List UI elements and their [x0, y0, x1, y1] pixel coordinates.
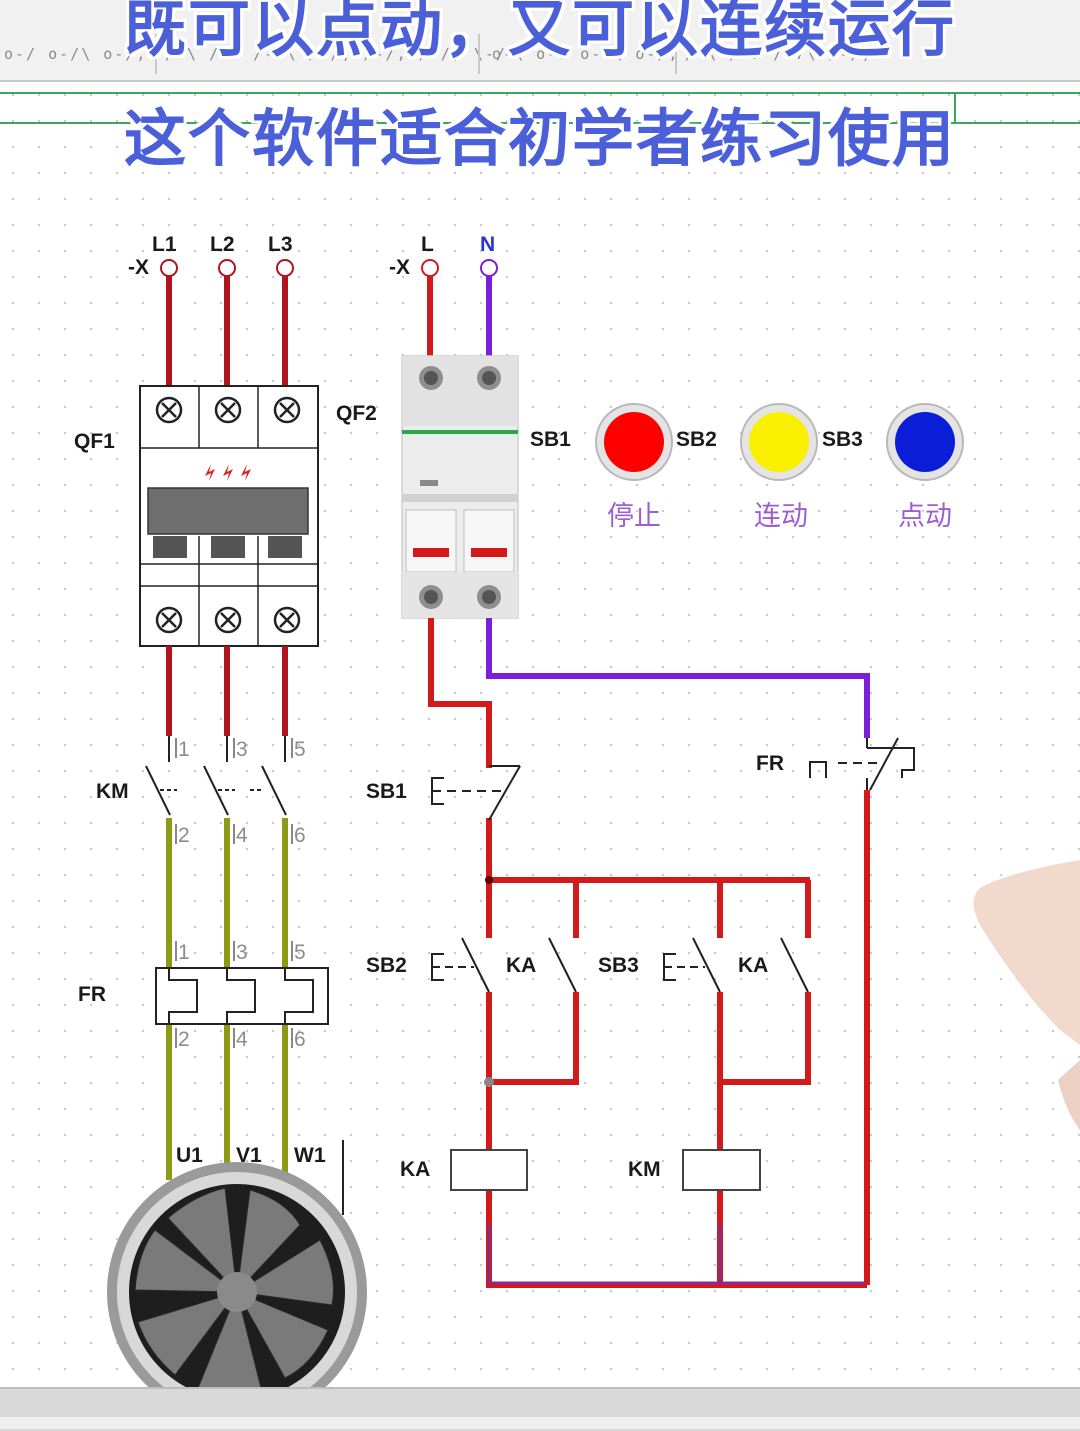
ka-coil-label: KA — [400, 1158, 430, 1181]
sb1-panel-label: SB1 — [530, 428, 571, 451]
jog-button[interactable] — [886, 403, 964, 481]
presenter-hand — [973, 860, 1080, 1130]
toolbar-group-1[interactable]: o-/ o-/\ o-/, — [4, 45, 148, 63]
neutral-return — [487, 1225, 865, 1285]
sb2-ctrl-label: SB2 — [366, 954, 407, 977]
control-wiring — [428, 618, 870, 1288]
motor-fan-icon[interactable] — [107, 1162, 367, 1422]
fr-ctrl-label: FR — [756, 752, 784, 775]
terminal-label-l3: L3 — [268, 233, 293, 256]
schematic-canvas[interactable] — [0, 82, 1080, 1387]
toolbar-group-3[interactable]: o-\ o-7 o-7\ o-/, — [492, 45, 680, 63]
screw-icon — [161, 402, 295, 628]
terminal-number: 2 — [178, 824, 190, 847]
stop-button-caption: 停止 — [607, 501, 661, 532]
sb2-panel-label: SB2 — [676, 428, 717, 451]
fr-nc-contact[interactable] — [809, 737, 915, 791]
qf2-breaker[interactable] — [401, 355, 519, 619]
terminal-number: 3 — [236, 941, 248, 964]
toolbar-group-2[interactable]: /-\ /-7 /-7\ /-/, /-/, /-/, \-/ — [165, 45, 507, 63]
sb1-stop-contact[interactable] — [431, 765, 521, 821]
terminal-x-right: -X — [389, 256, 410, 279]
jog-button-caption: 点动 — [898, 501, 952, 532]
motor-wires — [166, 818, 288, 1180]
junction-dot — [484, 1077, 494, 1087]
stop-button-face — [604, 412, 664, 472]
caption-line-1: 既可以点动，又可以连续运行 — [123, 0, 956, 65]
motor-terminal-u1: U1 — [176, 1144, 203, 1167]
sb2-continuous-contact[interactable] — [431, 937, 490, 993]
terminal-l1[interactable] — [160, 259, 178, 277]
phase-wires-mid — [166, 646, 288, 736]
terminal-label-l2: L2 — [210, 233, 235, 256]
motor-terminal-w1: W1 — [294, 1144, 326, 1167]
terminal-number: 4 — [236, 824, 248, 847]
terminal-number: 6 — [294, 1028, 306, 1051]
fr-main-label: FR — [78, 983, 106, 1006]
sb3-ctrl-label: SB3 — [598, 954, 639, 977]
qf2-label: QF2 — [336, 402, 377, 425]
terminal-l2[interactable] — [218, 259, 236, 277]
km-main-label: KM — [96, 780, 129, 803]
qf1-breaker[interactable] — [139, 385, 319, 647]
sb3-panel-label: SB3 — [822, 428, 863, 451]
phase-wires-top — [166, 276, 288, 386]
continuous-button-face — [749, 412, 809, 472]
horizontal-scrollbar[interactable] — [0, 1387, 1080, 1431]
toolbar-separator — [155, 34, 157, 74]
sb3-jog-contact[interactable] — [663, 937, 721, 993]
terminal-number: 2 — [178, 1028, 190, 1051]
terminal-label-l: L — [421, 233, 434, 256]
toolbar-separator — [478, 34, 480, 74]
caption-line-2: 这个软件适合初学者练习使用 — [123, 102, 956, 175]
terminal-n[interactable] — [480, 259, 498, 277]
terminal-ticks — [175, 738, 293, 1048]
motor-terminal-v1: V1 — [236, 1144, 262, 1167]
km-coil-label: KM — [628, 1158, 661, 1181]
terminal-number: 1 — [178, 738, 190, 761]
terminal-label-n: N — [480, 233, 495, 256]
continuous-button-caption: 连动 — [754, 501, 808, 532]
terminal-label-l1: L1 — [152, 233, 177, 256]
toolbar-separator — [675, 34, 677, 74]
continuous-button[interactable] — [740, 403, 818, 481]
km-coil[interactable] — [682, 1149, 761, 1191]
terminal-l3[interactable] — [276, 259, 294, 277]
ka-contact-1[interactable] — [548, 937, 577, 993]
sb1-ctrl-label: SB1 — [366, 780, 407, 803]
terminal-number: 6 — [294, 824, 306, 847]
ka-contact-2[interactable] — [780, 937, 809, 993]
terminal-l[interactable] — [421, 259, 439, 277]
terminal-number: 5 — [294, 738, 306, 761]
toolbar: o-/ o-/\ o-/, /-\ /-7 /-7\ /-/, /-/, /-/… — [0, 0, 1080, 82]
km-main-contacts[interactable] — [145, 736, 287, 816]
qf2-screws — [419, 366, 501, 609]
terminal-number: 1 — [178, 941, 190, 964]
toolbar-group-4[interactable]: /-\ /-7 /-7\ /-/, — [685, 45, 873, 63]
jog-button-face — [895, 412, 955, 472]
ka-coil[interactable] — [450, 1149, 528, 1191]
terminal-x-left: -X — [128, 256, 149, 279]
scrollbar-track[interactable] — [0, 1417, 1080, 1429]
stop-button[interactable] — [595, 403, 673, 481]
terminal-number: 5 — [294, 941, 306, 964]
qf1-label: QF1 — [74, 430, 115, 453]
junction-dot — [485, 876, 493, 884]
terminal-number: 3 — [236, 738, 248, 761]
ka-contact-2-label: KA — [738, 954, 768, 977]
ka-contact-1-label: KA — [506, 954, 536, 977]
terminal-number: 4 — [236, 1028, 248, 1051]
fr-thermal-relay[interactable] — [155, 967, 329, 1025]
